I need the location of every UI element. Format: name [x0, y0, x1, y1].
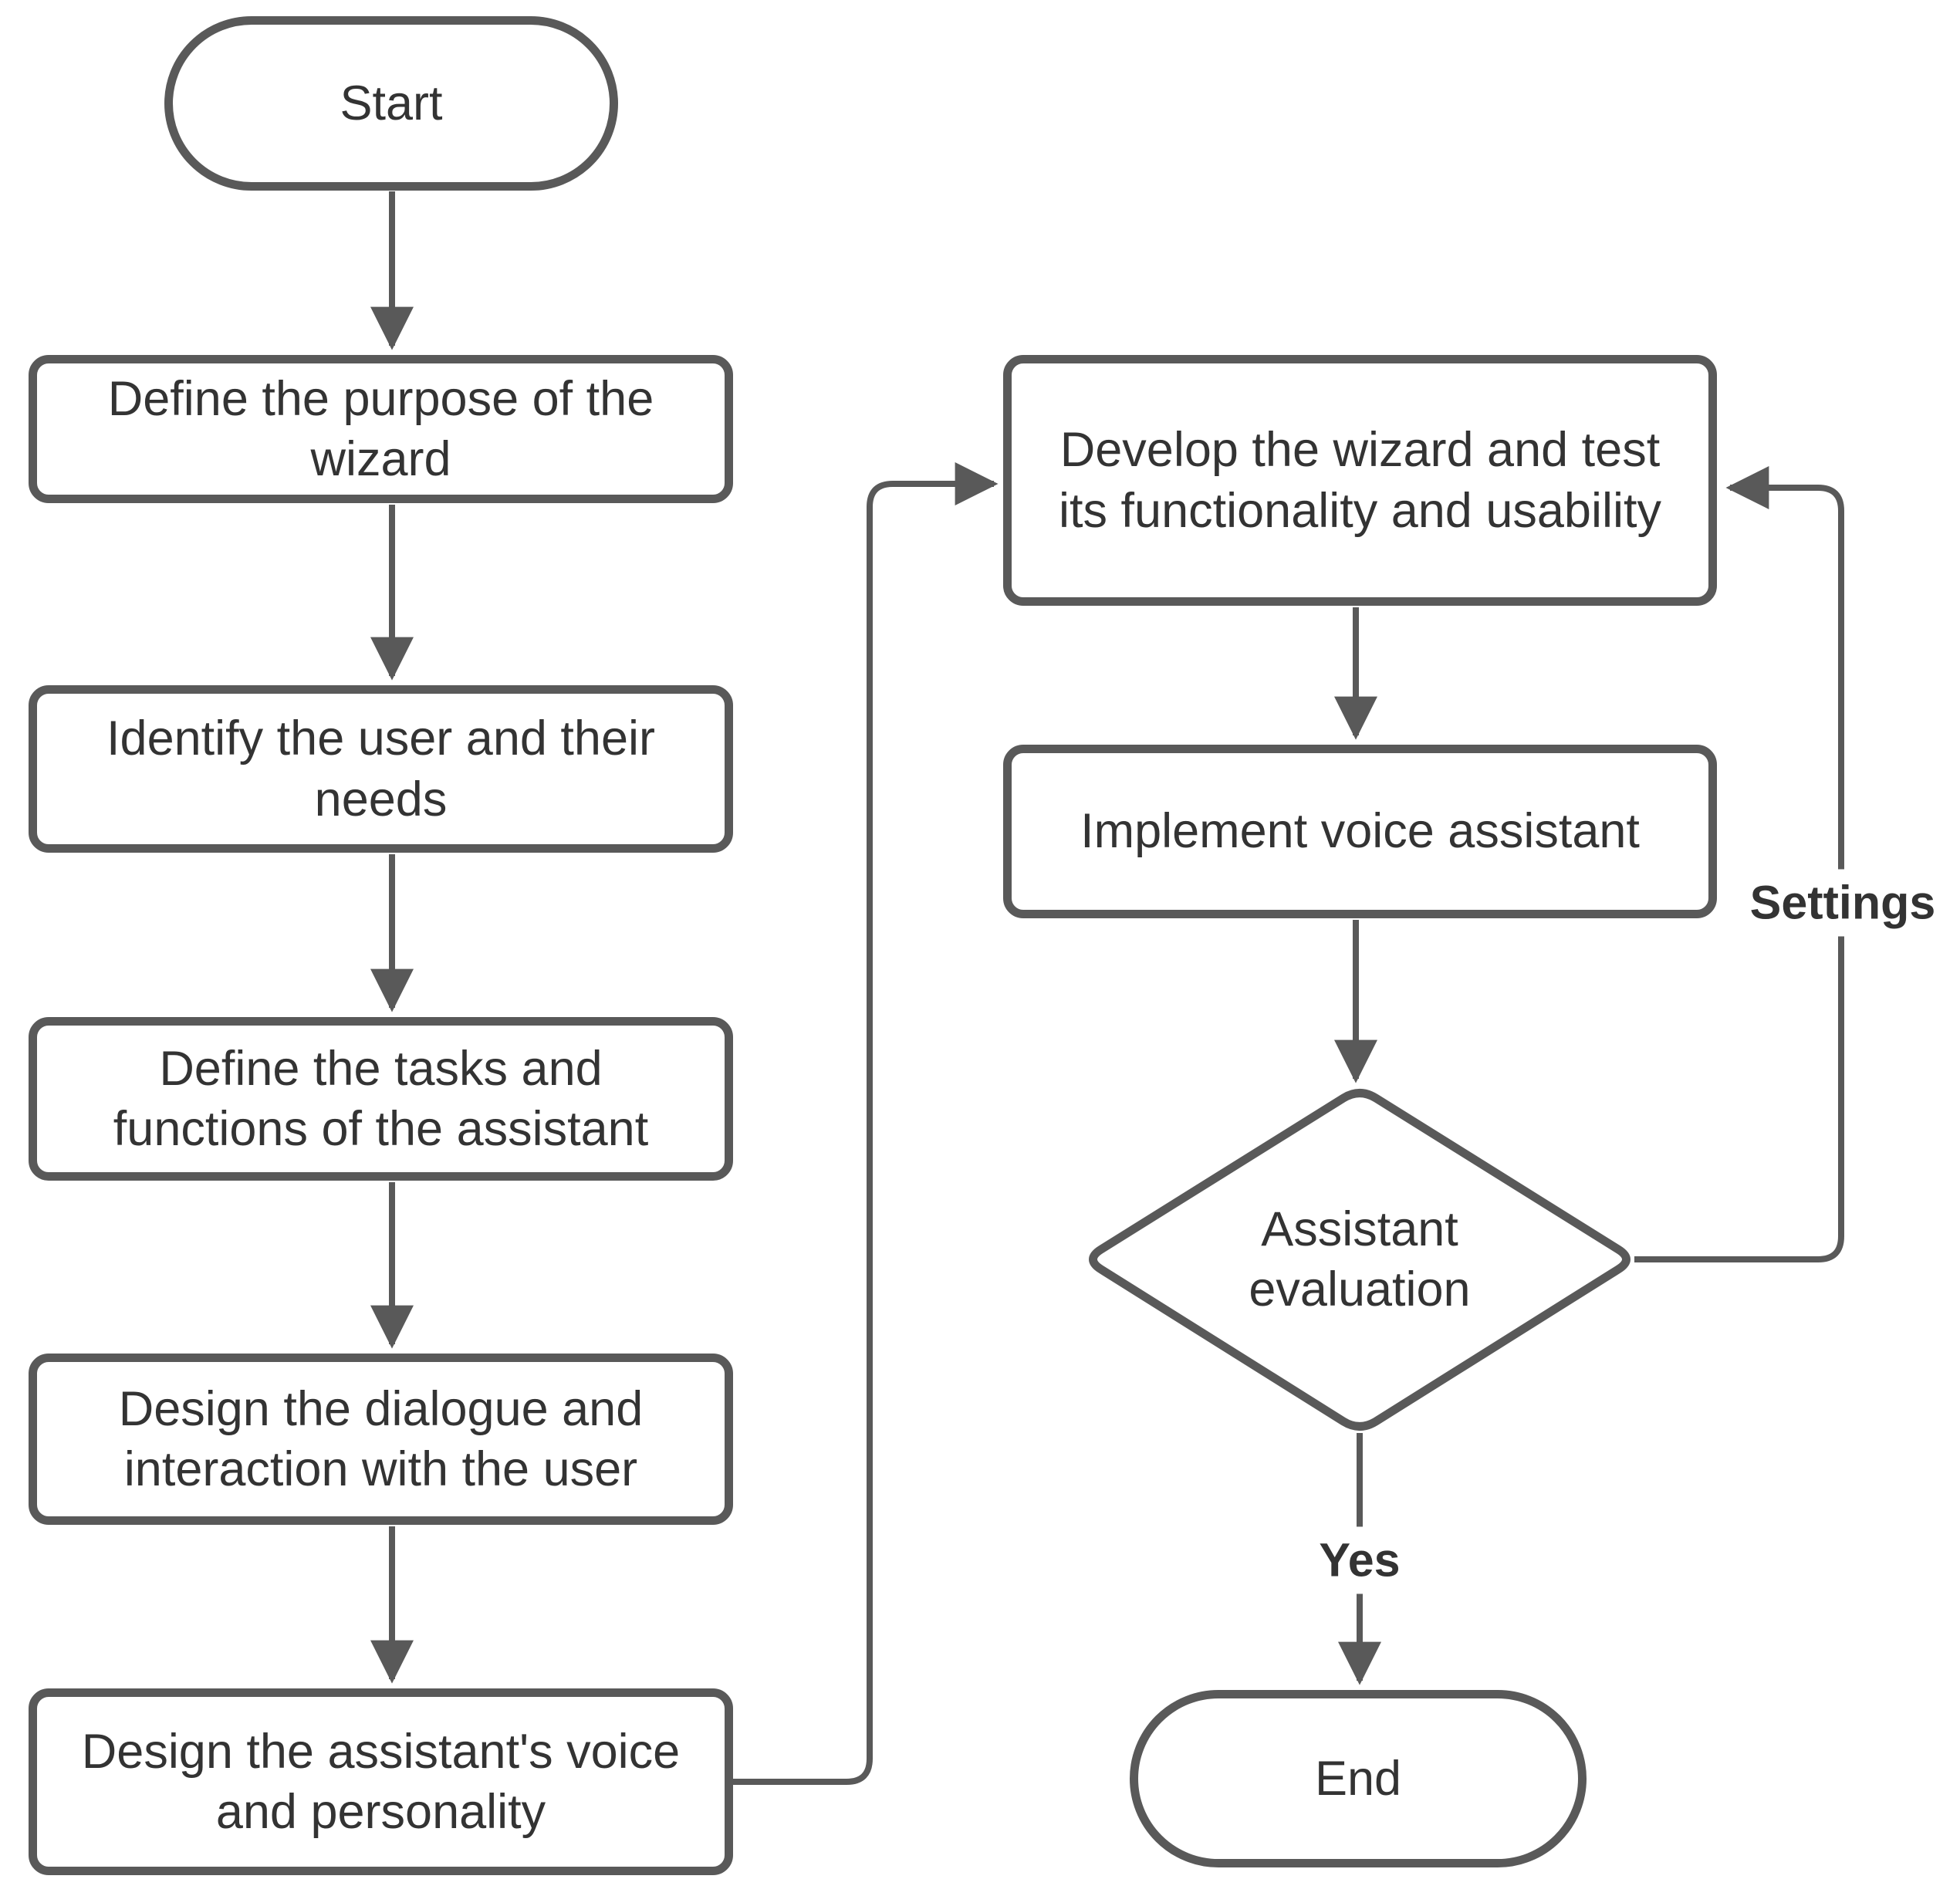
edge-label-settings: Settings	[1739, 869, 1947, 937]
step-implement-voice: Implement voice assistant	[1003, 745, 1717, 918]
edge-label-yes: Yes	[1308, 1526, 1411, 1594]
decision-assistant-evaluation: Assistant evaluation	[1249, 1201, 1471, 1316]
step-develop-wizard: Develop the wizard and test its function…	[1003, 355, 1717, 606]
step-design-voice: Design the assistant's voice and persona…	[29, 1688, 733, 1875]
assistant-evaluation-diamond-shape	[1089, 1089, 1631, 1431]
edge-design-voice-to-develop-wizard	[733, 462, 999, 1785]
step-define-purpose: Define the purpose of the wizard	[29, 355, 733, 503]
start-terminator: Start	[164, 16, 618, 191]
step-identify-user: Identify the user and their needs	[29, 685, 733, 853]
step-define-tasks: Define the tasks and functions of the as…	[29, 1017, 733, 1181]
end-terminator: End	[1130, 1690, 1587, 1867]
step-design-dialogue: Design the dialogue and interaction with…	[29, 1354, 733, 1525]
